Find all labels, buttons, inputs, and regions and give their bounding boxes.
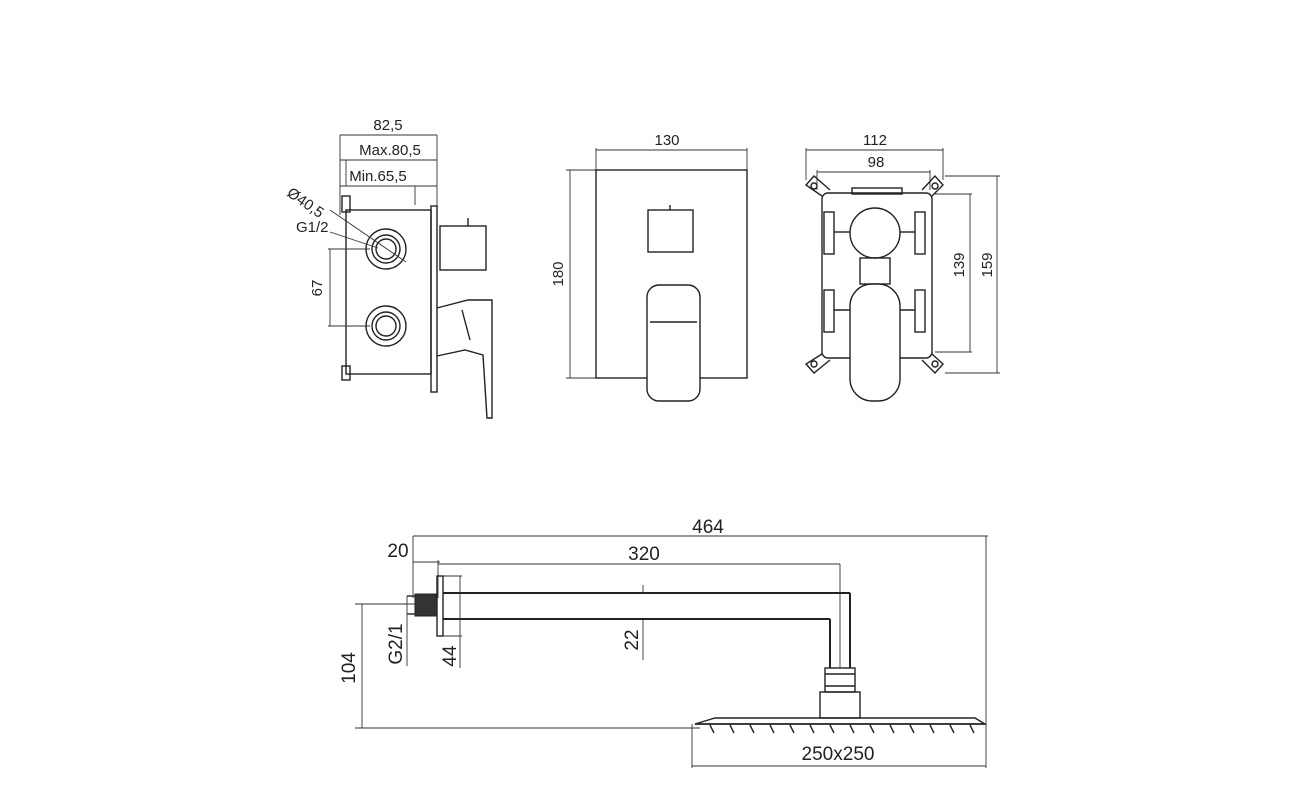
max-depth-label: Max.80,5	[359, 142, 421, 159]
front-view: 130 180	[550, 132, 748, 402]
port-diameter-label: Ø40,5	[284, 184, 327, 221]
flange-diameter-label: 44	[440, 645, 461, 667]
box-view: 112 98 139 159	[804, 132, 1000, 402]
box-outer-height-label: 159	[979, 252, 996, 277]
flange-label: 20	[387, 541, 408, 562]
box-inner-width-label: 98	[868, 154, 885, 171]
tube-size-label: 22	[622, 629, 643, 650]
box-outer-width-label: 112	[863, 132, 887, 149]
head-size-label: 250x250	[802, 744, 875, 765]
drop-height-label: 104	[339, 652, 360, 684]
box-inner-height-label: 139	[951, 252, 968, 277]
thread-size-label: G2/1	[386, 623, 407, 664]
front-height-label: 180	[550, 261, 567, 286]
front-width-label: 130	[654, 132, 679, 149]
shower-arm-view: 464 20 320 G2/1 44 22 104 250x250	[339, 517, 988, 768]
overall-depth-label: 82,5	[373, 117, 402, 134]
side-view: 82,5 Max.80,5 Min.65,5 Ø40,5 G1/2 67	[284, 117, 493, 419]
total-length-label: 464	[692, 517, 724, 538]
port-spacing-label: 67	[309, 280, 326, 297]
min-depth-label: Min.65,5	[349, 168, 407, 185]
arm-length-label: 320	[628, 544, 660, 565]
thread-label: G1/2	[296, 219, 329, 236]
